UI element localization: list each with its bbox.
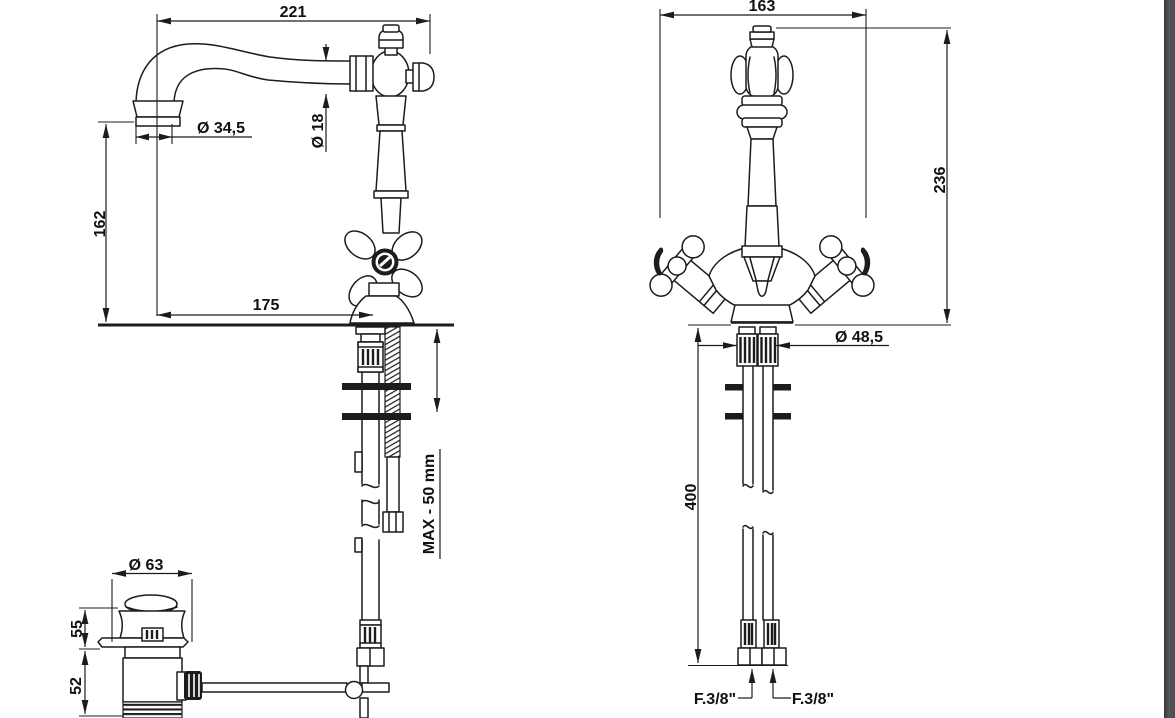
dim-spout-pipe-diameter: Ø 18 [310, 114, 327, 149]
dim-waste-lower-height: 52 [68, 677, 85, 695]
dim-waste-upper-height: 55 [69, 620, 86, 638]
side-view: 221 Ø 34,5 Ø 18 162 175 [68, 4, 454, 718]
side-view-valve-head [370, 24, 435, 98]
mounting-washer-lower [342, 413, 411, 420]
front-view-right-handle [778, 230, 880, 332]
dim-spout-end-diameter: Ø 34,5 [197, 120, 245, 137]
front-view: 163 236 Ø 48,5 400 F.3/8" [644, 0, 951, 708]
pop-up-waste [97, 594, 202, 718]
side-view-dimensions: 221 Ø 34,5 Ø 18 162 175 [68, 4, 441, 717]
side-view-supply-hose [354, 326, 386, 684]
front-view-body [708, 245, 816, 324]
dim-left-hose-connection: F.3/8" [694, 691, 736, 708]
dim-hose-length: 400 [683, 484, 700, 511]
side-view-body-column [373, 95, 409, 234]
dim-spout-reach: 221 [280, 4, 307, 21]
front-view-head [730, 25, 794, 248]
mounting-washer-upper [342, 383, 411, 390]
dim-right-hose-connection: F.3/8" [792, 691, 834, 708]
side-view-spout [132, 42, 374, 127]
dim-base-diameter: Ø 48,5 [835, 329, 883, 346]
front-view-left-handle [644, 230, 746, 332]
side-view-cross-handle [344, 230, 423, 324]
front-view-supply-hoses [725, 326, 791, 666]
dim-spout-height: 162 [92, 211, 109, 238]
dim-waste-cap-diameter: Ø 63 [129, 557, 164, 574]
dim-max-mounting-thickness: MAX - 50 mm [421, 454, 438, 554]
dim-spout-projection: 175 [253, 297, 280, 314]
side-view-mounting-stud [382, 326, 404, 533]
page-edge-bar [1164, 0, 1175, 718]
front-view-dimensions: 163 236 Ø 48,5 400 F.3/8" [659, 0, 951, 708]
side-view-pop-up-rod [201, 680, 390, 718]
dim-overall-height: 236 [932, 167, 949, 194]
dim-overall-width: 163 [749, 0, 776, 15]
